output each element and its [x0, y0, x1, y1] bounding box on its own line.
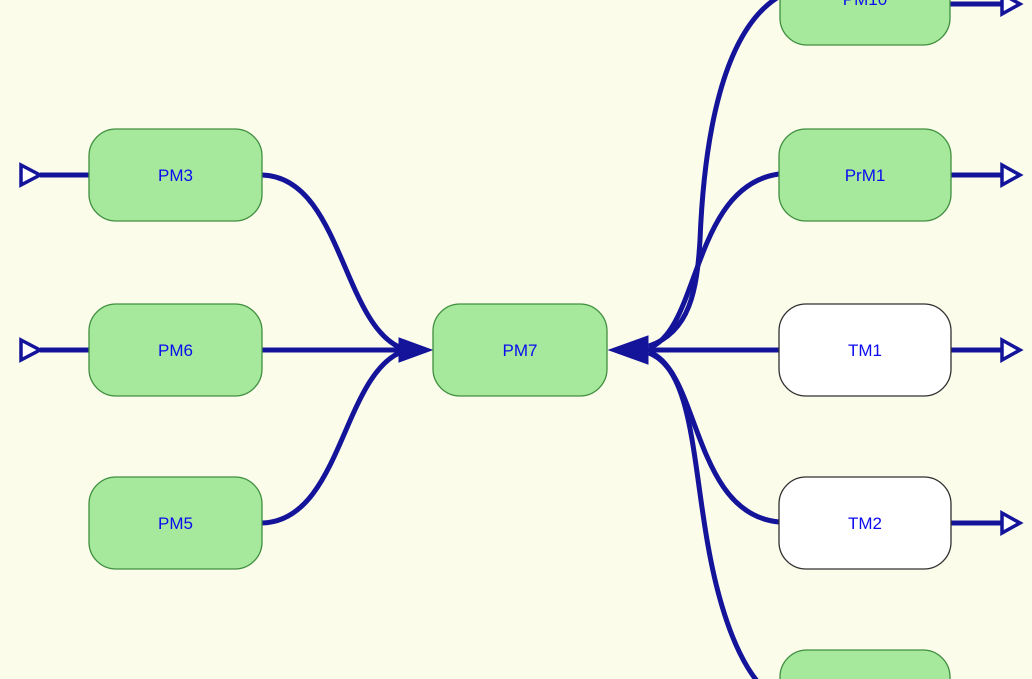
node-pm3[interactable]: PM3 [88, 128, 263, 222]
node-pm6[interactable]: PM6 [88, 303, 263, 397]
edge-prm1-to-pm7 [647, 171, 780, 351]
edge-tm2-to-pm7 [647, 349, 780, 525]
node-tm2[interactable]: TM2 [778, 476, 952, 570]
node-pm10-body[interactable] [779, 0, 951, 46]
node-pm5-body[interactable] [88, 476, 263, 570]
filled-arrowhead-into-pm7-left-icon [398, 337, 434, 363]
node-tm1[interactable]: TM1 [778, 303, 952, 397]
offpage-target-arrow-icon [1000, 337, 1024, 363]
node-pm7-label: PM7 [503, 341, 538, 360]
edge-pm5-to-pm7 [261, 350, 401, 526]
node-pm3-label: PM3 [158, 166, 193, 185]
node-pm3-body[interactable] [88, 128, 263, 222]
node-pm6-label: PM6 [158, 341, 193, 360]
offpage-target-arrow-icon [1000, 0, 1024, 17]
edge-bottom-node-to-pm7 [647, 350, 759, 679]
node-pm5-label: PM5 [158, 514, 193, 533]
node-tm2-label: TM2 [848, 514, 882, 533]
node-pm5[interactable]: PM5 [88, 476, 263, 570]
node-tm1-label: TM1 [848, 341, 882, 360]
node-pm10[interactable]: PM10 [779, 0, 951, 46]
edge-layer [19, 0, 1024, 679]
offpage-source-arrow-icon [19, 337, 44, 363]
node-tm2-body[interactable] [778, 476, 952, 570]
node-prm1-label: PrM1 [845, 166, 886, 185]
offpage-source-arrow-icon [19, 162, 44, 188]
node-pm7-body[interactable] [432, 303, 608, 397]
node-pm10-label: PM10 [843, 0, 887, 9]
node-layer: PM3 PM6 PM5 PM7 PM10 PrM1 [88, 0, 952, 679]
node-prm1-body[interactable] [778, 128, 952, 222]
node-unnamed-bottom-body[interactable] [779, 649, 951, 679]
node-prm1[interactable]: PrM1 [778, 128, 952, 222]
node-pm7[interactable]: PM7 [432, 303, 608, 397]
filled-arrowhead-into-pm7-right-icon [607, 335, 649, 365]
node-tm1-body[interactable] [778, 303, 952, 397]
edge-pm10-to-pm7 [648, 0, 779, 349]
offpage-target-arrow-icon [1000, 162, 1024, 188]
offpage-target-arrow-icon [1000, 510, 1024, 536]
node-unnamed-bottom[interactable] [779, 649, 951, 679]
node-pm6-body[interactable] [88, 303, 263, 397]
edge-pm3-to-pm7 [261, 172, 401, 350]
